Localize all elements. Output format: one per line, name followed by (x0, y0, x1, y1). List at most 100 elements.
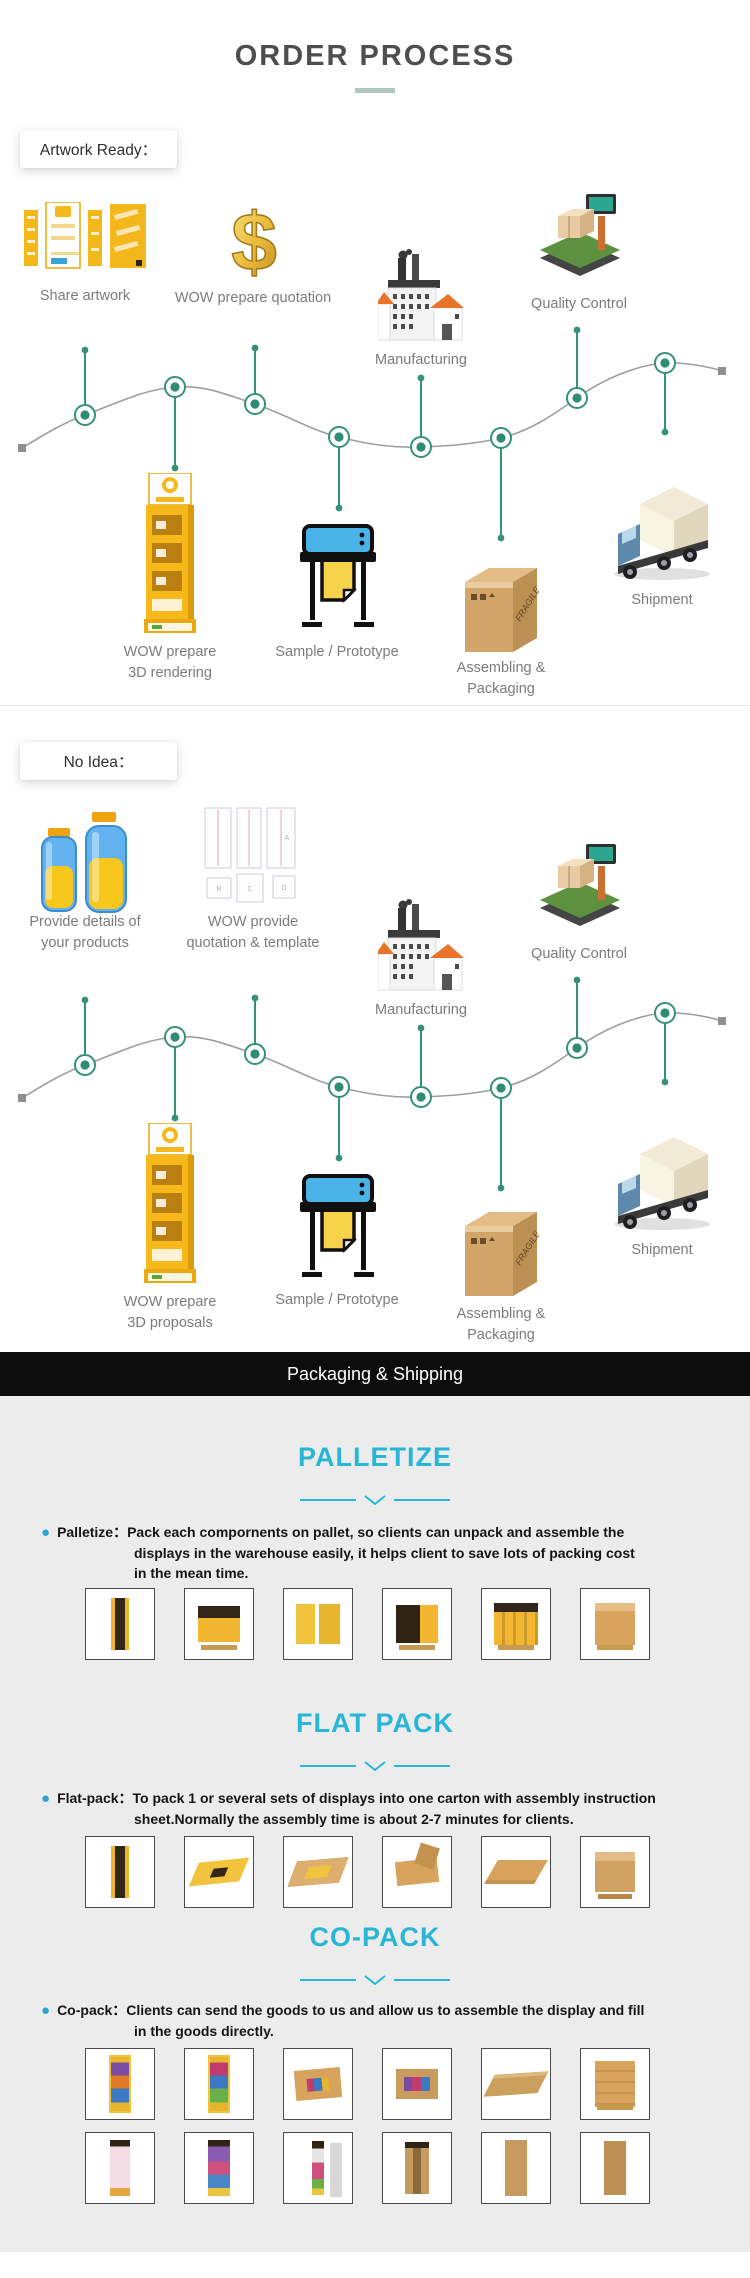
step-assembling-label: Assembling & Packaging (456, 1306, 546, 1343)
thumb-filled-display2 (184, 2048, 254, 2120)
thumb-tray-products (283, 2048, 353, 2120)
step-3d-rendering-label: WOW prepare 3D rendering (123, 644, 217, 681)
scale-icon (534, 190, 626, 289)
carton-box-icon: FRAGILE (463, 1196, 543, 1305)
dollar-glyph: $ (231, 200, 277, 284)
step-sample-label: Sample / Prototype (275, 644, 399, 660)
template-letter-d: D (281, 885, 286, 892)
title-underline-bar (355, 88, 395, 93)
page-title: ORDER PROCESS (234, 40, 516, 72)
palletize-description: ● Palletize：Pack each compornents on pall… (30, 1522, 736, 1583)
artwork-ready-tag: Artwork Ready： (20, 130, 177, 168)
co-pack-description: ●Co-pack：Clients can send the goods to u… (30, 2000, 736, 2041)
chevron-down-icon (364, 1975, 386, 1985)
thumb-tower-color (184, 2132, 254, 2204)
artwork-boards-icon (24, 201, 146, 277)
flat-pack-term: Flat-pack： (57, 1790, 133, 1806)
bullet-dot: ● (41, 2002, 51, 2019)
flat-pack-heading-decor (300, 1760, 450, 1772)
flat-pack-text: To pack 1 or several sets of displays in… (132, 1790, 656, 1827)
thumb-yellow-boxes (283, 1588, 353, 1660)
wave-line (21, 362, 723, 449)
display-stand-icon (144, 472, 196, 638)
palletize-term: Palletize： (57, 1524, 128, 1540)
thumb-drawer-stack (580, 2048, 650, 2120)
palletize-heading: PALLETIZE (298, 1442, 452, 1472)
thumb-open-carton-products (382, 2048, 452, 2120)
factory-icon (376, 898, 464, 1001)
chevron-down-icon (364, 1495, 386, 1505)
flat-pack-thumb-row (85, 1836, 650, 1908)
truck-icon (610, 482, 714, 587)
step-quotation-template-label: WOW provide quotation & template (186, 914, 320, 951)
plotter-icon (298, 522, 378, 639)
thumb-tower-pink (85, 2132, 155, 2204)
thumb-tower-pair (283, 2132, 353, 2204)
process-wave (18, 976, 726, 1192)
connector-dots (81, 976, 669, 1192)
step-manufacturing-label: Manufacturing (375, 1002, 467, 1018)
bullet-dot: ● (41, 1790, 51, 1807)
co-pack-thumb-row-1 (85, 2048, 650, 2120)
decor-line (300, 1979, 356, 1981)
decor-line (394, 1765, 450, 1767)
template-letter-b: B (217, 886, 222, 893)
thumb-display-tower (85, 1588, 155, 1660)
thumb-tower-carton2 (580, 2132, 650, 2204)
scale-icon (534, 840, 626, 939)
step-shipment-label: Shipment (631, 592, 693, 608)
template-letter-c: C (247, 886, 252, 893)
co-pack-thumb-row-2 (85, 2132, 650, 2204)
palletize-heading-decor (300, 1494, 450, 1506)
chevron-down-icon (364, 1761, 386, 1771)
thumb-long-carton (481, 2048, 551, 2120)
step-3d-proposals-label: WOW prepare 3D proposals (123, 1294, 217, 1331)
wave-start-square (18, 1094, 26, 1102)
step-share-artwork-label: Share artwork (39, 288, 131, 304)
thumb-folding-carton (382, 1836, 452, 1908)
thumb-display-tower2 (85, 1836, 155, 1908)
display-stand-icon (144, 1122, 196, 1288)
process-nodes (74, 1002, 676, 1108)
wave-start-square (18, 444, 26, 452)
thumb-slotted-pallet (481, 1588, 551, 1660)
step-sample-label: Sample / Prototype (275, 1292, 399, 1308)
thumb-tower-carton (481, 2132, 551, 2204)
step-quality-control-label: Quality Control (531, 296, 627, 312)
dieline-template-icon: A B C D (203, 806, 299, 911)
wave-end-square (718, 367, 726, 375)
thumb-filled-display (85, 2048, 155, 2120)
decor-line (300, 1765, 356, 1767)
thumb-flat-sheet (481, 1836, 551, 1908)
process-wave (18, 326, 726, 542)
palletize-thumb-row (85, 1588, 650, 1660)
thumb-carton-pallet (580, 1588, 650, 1660)
decor-line (394, 1499, 450, 1501)
thumb-flat-open (283, 1836, 353, 1908)
truck-icon (610, 1132, 714, 1237)
plotter-icon (298, 1172, 378, 1289)
thumb-wrapped-pallet (184, 1588, 254, 1660)
decor-line (300, 1499, 356, 1501)
thumb-black-wrap-pallet (382, 1588, 452, 1660)
bullet-dot: ● (41, 1524, 51, 1541)
step-provide-details-label: Provide details of your products (29, 914, 141, 951)
section-divider (0, 705, 750, 706)
thumb-carton-box (580, 1836, 650, 1908)
step-assembling-label: Assembling & Packaging (456, 660, 546, 697)
carton-box-icon: FRAGILE (463, 552, 543, 661)
step-quality-control-label: Quality Control (531, 946, 627, 962)
connector-dots (81, 326, 669, 542)
co-pack-term: Co-pack： (57, 2002, 127, 2018)
process-nodes (74, 352, 676, 458)
flat-pack-heading: FLAT PACK (296, 1708, 454, 1738)
factory-icon (376, 248, 464, 351)
step-quotation-label: WOW prepare quotation (174, 290, 332, 306)
flat-pack-description: ● Flat-pack：To pack 1 or several sets of … (30, 1788, 736, 1829)
template-letter-a: A (285, 835, 290, 842)
thumb-flat-pack (184, 1836, 254, 1908)
co-pack-heading-decor (300, 1974, 450, 1986)
palletize-text: Pack each compornents on pallet, so clie… (127, 1524, 635, 1581)
thumb-tower-carton-open (382, 2132, 452, 2204)
